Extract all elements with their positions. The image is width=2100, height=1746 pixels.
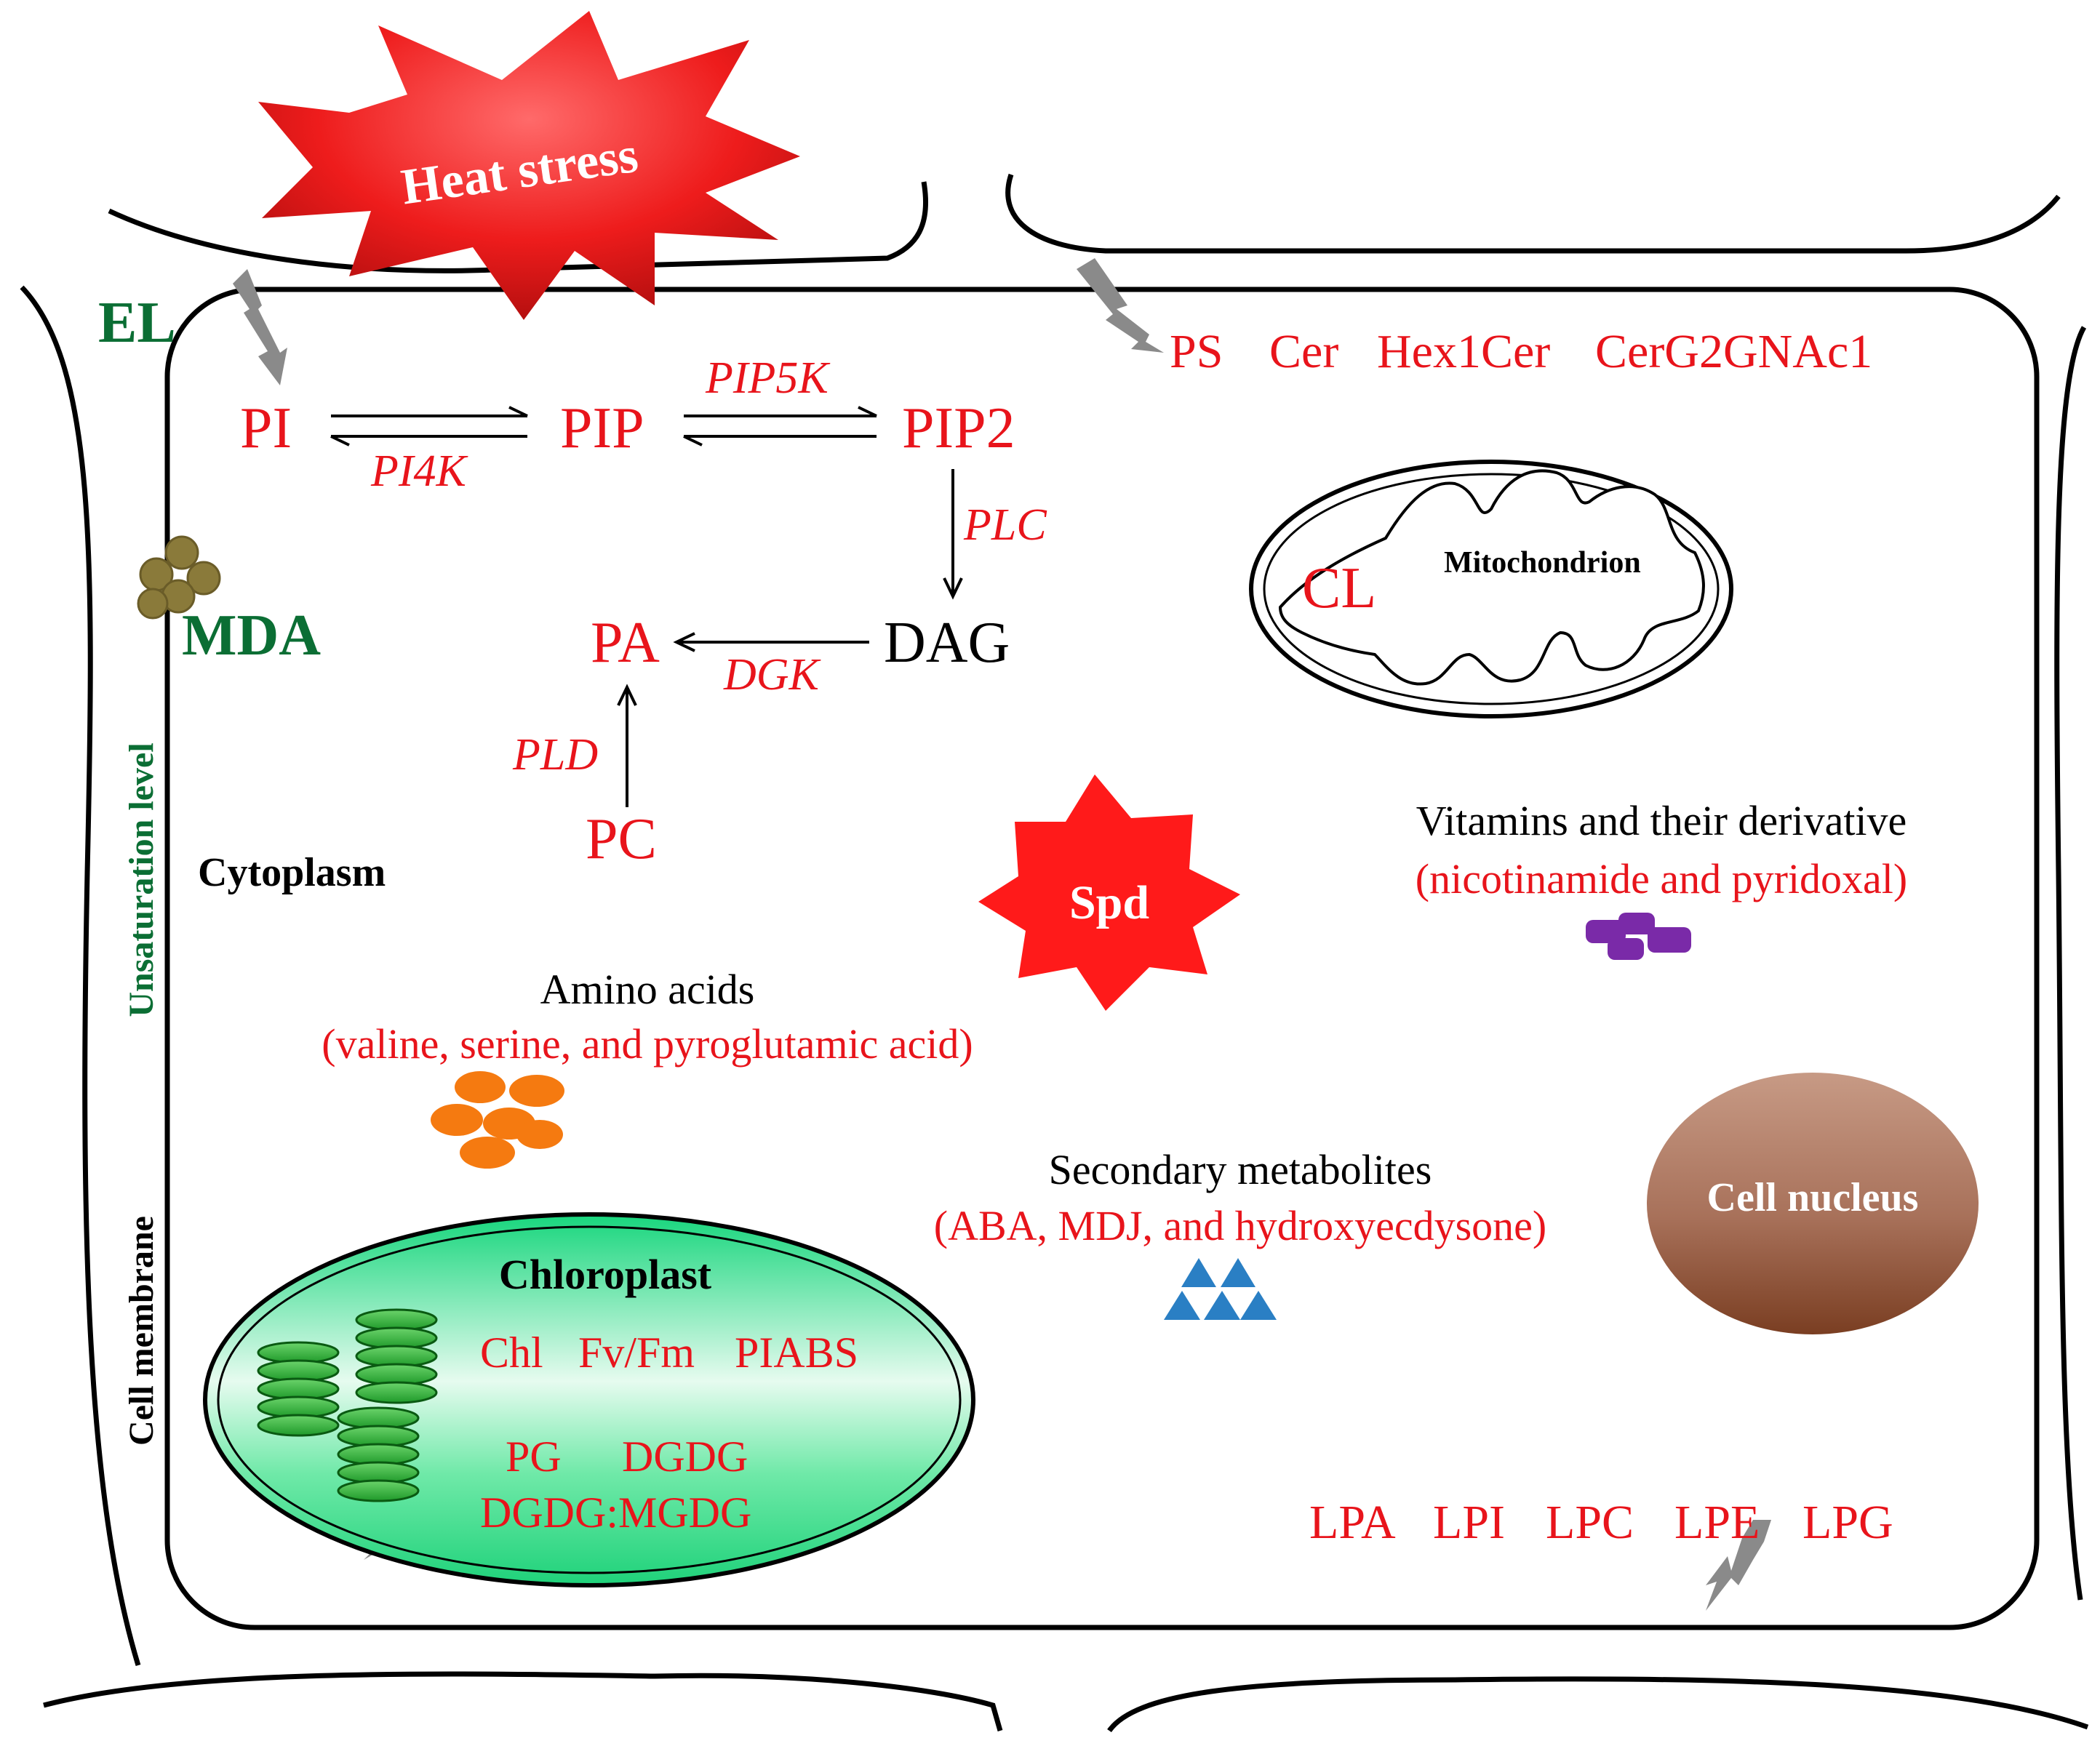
lightning-icon (233, 269, 287, 385)
param-fvfm: Fv/Fm (578, 1329, 695, 1377)
lipid-cl: CL (1302, 556, 1376, 620)
enzyme-pld: PLD (512, 730, 598, 780)
lipid-lpc: LPC (1546, 1496, 1634, 1549)
param-piabs: PIABS (735, 1329, 858, 1377)
node-dag: DAG (884, 611, 1010, 675)
lipid-hex1cer: Hex1Cer (1377, 325, 1550, 378)
cell-nucleus-label: Cell nucleus (1707, 1175, 1919, 1220)
node-pc: PC (586, 807, 657, 871)
neighbor-cell-walls (20, 173, 2089, 1733)
enzyme-pip5k: PIP5K (705, 353, 831, 403)
mda-molecule-icon (137, 535, 221, 620)
arrow-pip2-to-pip (683, 435, 877, 446)
spd-label: Spd (1069, 876, 1149, 929)
lipid-lpe: LPE (1674, 1496, 1760, 1549)
arrow-pip2-to-dag (943, 469, 963, 600)
mitochondrion: Mitochondrion CL (1249, 460, 1733, 718)
pi-pathway: PI PIP PIP2 DAG PA PC PIP5K PI4K PLC DGK… (240, 353, 1047, 871)
cytoplasm-label: Cytoplasm (198, 850, 386, 895)
lightning-icon (1706, 1520, 1771, 1611)
vitamins-items: (nicotinamide and pyridoxal) (1416, 855, 1907, 902)
enzyme-plc: PLC (963, 500, 1047, 550)
heat-stress-burst (258, 11, 800, 320)
lipid-lpi: LPI (1433, 1496, 1505, 1549)
enzyme-pi4k: PI4K (370, 446, 469, 496)
node-pip: PIP (560, 396, 644, 460)
secondary-title: Secondary metabolites (1049, 1146, 1432, 1193)
spd-star-icon (978, 774, 1240, 1011)
lipid-cerg2gnac1: CerG2GNAc1 (1595, 325, 1872, 378)
node-pip2: PIP2 (902, 396, 1015, 460)
secondary-items: (ABA, MDJ, and hydroxyecdysone) (934, 1202, 1546, 1249)
lipid-cer: Cer (1269, 325, 1338, 378)
lipid-lpg: LPG (1802, 1496, 1893, 1549)
unsaturation-level-label: Unsaturation level (122, 742, 161, 1017)
lightning-icon (1077, 258, 1164, 353)
secondary-metabolite-icon (1164, 1258, 1277, 1320)
vitamin-molecule-icon (1586, 913, 1691, 960)
pathway-arrows (330, 406, 963, 807)
lipid-pg: PG (506, 1433, 562, 1481)
arrow-dag-to-pa (673, 632, 869, 652)
membrane-lipid-list: PS Cer Hex1Cer CerG2GNAc1 (1170, 325, 1872, 378)
amino-acid-molecule-icon (431, 1071, 564, 1169)
param-chl: Chl (480, 1329, 543, 1377)
vitamins-title: Vitamins and their derivative (1416, 797, 1907, 844)
node-pi: PI (240, 396, 292, 460)
arrow-pi-to-pip (331, 406, 528, 417)
chloroplast: Chloroplast Chl Fv/Fm PIABS PG DGDG DGDG… (203, 1212, 975, 1587)
ratio-dgdg-mgdg: DGDG:MGDG (480, 1489, 751, 1537)
lipid-dgdg: DGDG (622, 1433, 748, 1481)
el-label: EL (98, 291, 176, 355)
arrow-pip-to-pi (330, 435, 527, 446)
enzyme-dgk: DGK (723, 650, 822, 700)
amino-acids-items: (valine, serine, and pyroglutamic acid) (322, 1020, 973, 1068)
thylakoid-icon (257, 1308, 438, 1502)
lyso-lipid-list: LPA LPI LPC LPE LPG (1309, 1496, 1893, 1549)
chloroplast-label: Chloroplast (499, 1251, 712, 1298)
cell-membrane-label: Cell membrane (122, 1216, 161, 1446)
lipid-ps: PS (1170, 325, 1223, 378)
arrow-pip-to-pip2 (684, 406, 877, 417)
mda-label: MDA (182, 604, 321, 668)
cell-nucleus (1647, 1073, 1979, 1334)
mitochondrion-label: Mitochondrion (1444, 546, 1641, 580)
amino-acids-title: Amino acids (540, 966, 755, 1013)
arrow-pc-to-pa (617, 684, 637, 807)
lipid-lpa: LPA (1309, 1496, 1396, 1549)
node-pa: PA (591, 611, 660, 675)
